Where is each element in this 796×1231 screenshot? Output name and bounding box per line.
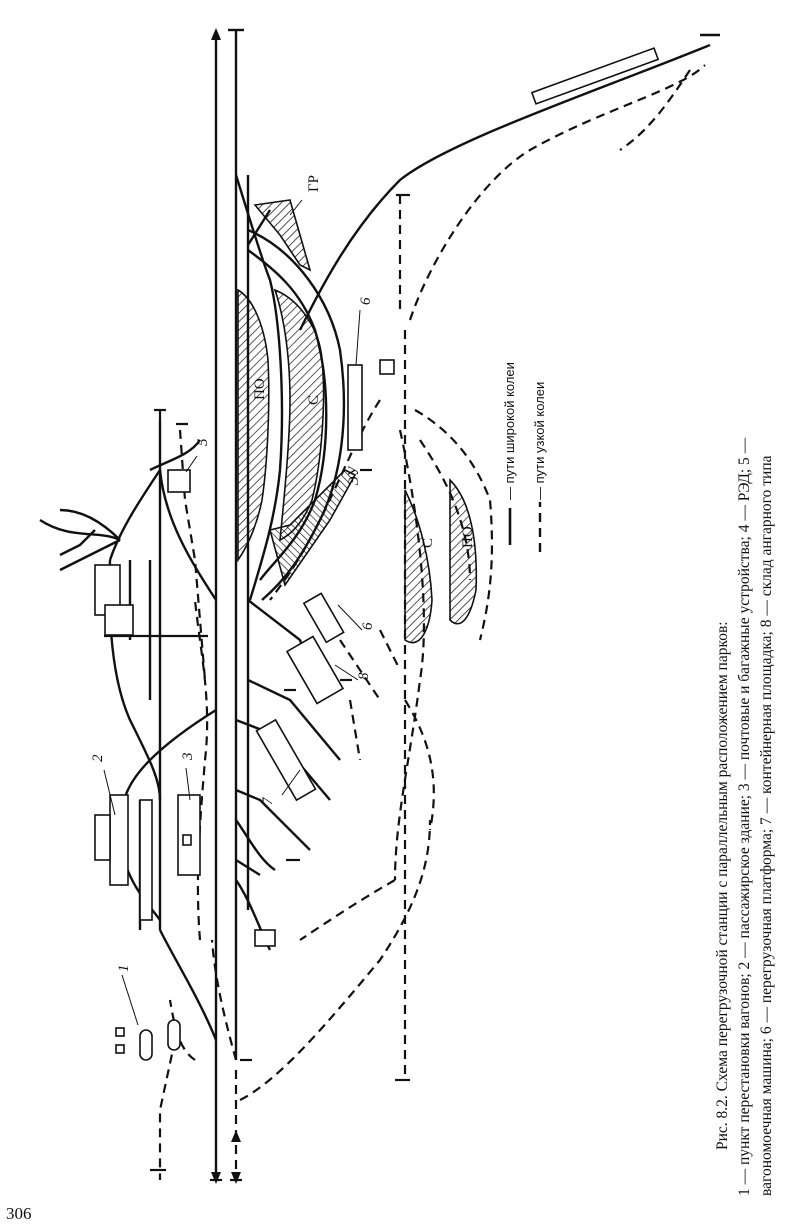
label-3: 3 <box>180 753 196 762</box>
narrow-gauge-tracks <box>158 64 706 1180</box>
label-leaders <box>103 199 363 1026</box>
po-park-top <box>237 288 270 563</box>
direction-arrows <box>211 28 241 1184</box>
legend-broad-gauge: — пути широкой колеи <box>502 362 517 500</box>
building-passenger <box>109 794 129 886</box>
label-1: 1 <box>116 965 132 973</box>
label-s-bottom: С <box>420 538 436 548</box>
label-6a: 6 <box>358 297 374 305</box>
diagram-labels: ГР ПО С ЭУ С ПО 1 2 3 5 6 6 7 8 <box>90 175 476 972</box>
label-s-top: С <box>306 395 322 405</box>
legend: — пути широкой колеи — пути узкой колеи <box>502 362 547 552</box>
label-po-bottom: ПО <box>460 526 476 548</box>
broad-gauge-tracks <box>39 28 720 1180</box>
page-number: 306 <box>6 1204 32 1223</box>
caption-line3: вагономоечная машина; 6 — перегрузочная … <box>758 455 775 1196</box>
label-eu: ЭУ <box>346 465 362 486</box>
po-park-bottom <box>449 478 478 625</box>
label-2: 2 <box>90 754 106 762</box>
caption-line2: 1 — пункт перестановки вагонов; 2 — пасс… <box>736 437 753 1196</box>
caption-line1: Рис. 8.2. Схема перегрузочной станции с … <box>714 621 731 1150</box>
label-6b: 6 <box>360 622 376 630</box>
track-end-stops <box>104 193 410 1182</box>
label-po-top: ПО <box>252 378 268 400</box>
wagon-transfer-point-1 <box>139 1029 153 1061</box>
station-buildings <box>94 47 660 1061</box>
eu-area <box>269 469 357 587</box>
transfer-platform-top <box>347 364 363 451</box>
figure-caption: Рис. 8.2. Схема перегрузочной станции с … <box>714 437 775 1196</box>
container-platform <box>255 718 317 802</box>
gr-area <box>253 199 312 272</box>
transfer-platform-mid <box>302 592 345 644</box>
freight-park-areas <box>237 199 478 644</box>
label-7: 7 <box>260 796 276 805</box>
long-platform-right <box>530 47 660 105</box>
label-5: 5 <box>195 438 211 446</box>
legend-narrow-gauge: — пути узкой колеи <box>532 382 547 500</box>
hangar-warehouse <box>285 635 345 705</box>
label-8: 8 <box>356 672 372 680</box>
s-park-bottom <box>404 489 433 644</box>
building-ped <box>167 469 191 493</box>
label-gr: ГР <box>306 175 322 192</box>
